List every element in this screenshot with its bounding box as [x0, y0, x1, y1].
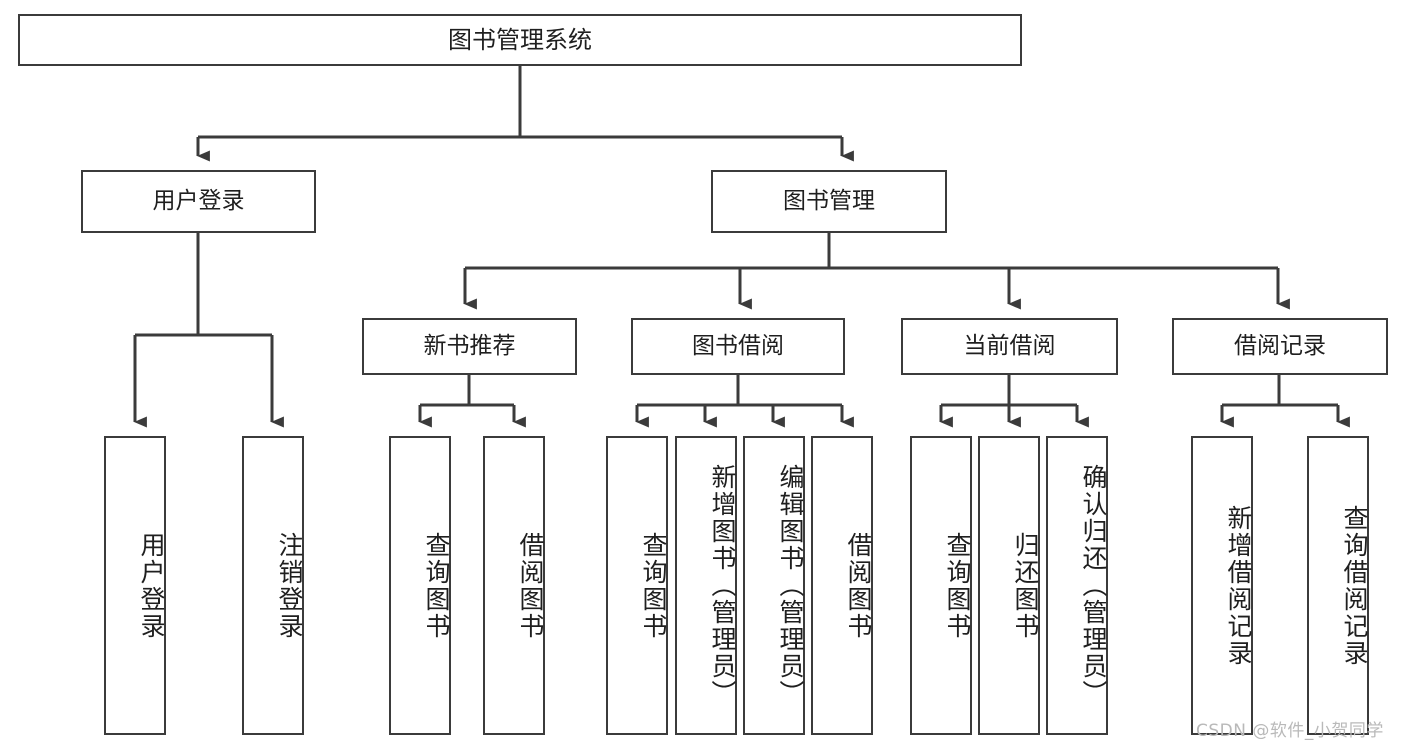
node-label: 当前借阅 — [963, 332, 1056, 359]
node-leaf-borrow-book-2[interactable]: 借阅图书 — [811, 436, 873, 735]
node-label: 借阅图书 — [844, 531, 873, 640]
node-label: 借阅记录 — [1234, 332, 1326, 359]
node-leaf-confirm-return[interactable]: 确认归还（管理员） — [1046, 436, 1108, 735]
node-leaf-return-book[interactable]: 归还图书 — [978, 436, 1040, 735]
node-label: 确认归还（管理员） — [1079, 464, 1108, 707]
csdn-watermark: CSDN @软件_小贺同学 — [1196, 721, 1384, 741]
node-book-borrow[interactable]: 图书借阅 — [631, 318, 845, 375]
node-label: 查询图书 — [422, 531, 451, 640]
node-label: 查询借阅记录 — [1340, 504, 1369, 667]
node-label: 注销登录 — [275, 531, 304, 640]
node-current-borrow[interactable]: 当前借阅 — [901, 318, 1118, 375]
node-label: 查询图书 — [943, 531, 972, 640]
node-label: 新增借阅记录 — [1224, 504, 1253, 667]
node-user-login[interactable]: 用户登录 — [81, 170, 316, 233]
node-leaf-add-book[interactable]: 新增图书（管理员） — [675, 436, 737, 735]
node-root-system[interactable]: 图书管理系统 — [18, 14, 1022, 66]
node-label: 图书借阅 — [692, 332, 784, 359]
node-leaf-query-book-3[interactable]: 查询图书 — [910, 436, 972, 735]
node-leaf-query-record[interactable]: 查询借阅记录 — [1307, 436, 1369, 735]
node-label: 查询图书 — [639, 531, 668, 640]
node-label: 图书管理 — [783, 187, 875, 214]
node-leaf-add-record[interactable]: 新增借阅记录 — [1191, 436, 1253, 735]
node-label: 新增图书（管理员） — [708, 464, 737, 707]
node-leaf-edit-book[interactable]: 编辑图书（管理员） — [743, 436, 805, 735]
node-label: 新书推荐 — [423, 332, 516, 359]
node-leaf-logout[interactable]: 注销登录 — [242, 436, 304, 735]
node-label: 编辑图书（管理员） — [776, 464, 805, 707]
node-leaf-query-book-2[interactable]: 查询图书 — [606, 436, 668, 735]
node-label: 借阅图书 — [516, 531, 545, 640]
node-book-management[interactable]: 图书管理 — [711, 170, 947, 233]
node-label: 图书管理系统 — [448, 25, 592, 54]
node-new-book-recommend[interactable]: 新书推荐 — [362, 318, 577, 375]
node-leaf-query-book-1[interactable]: 查询图书 — [389, 436, 451, 735]
node-label: 用户登录 — [137, 531, 166, 640]
node-label: 归还图书 — [1011, 531, 1040, 640]
node-leaf-borrow-book-1[interactable]: 借阅图书 — [483, 436, 545, 735]
node-borrow-record[interactable]: 借阅记录 — [1172, 318, 1388, 375]
node-leaf-user-login[interactable]: 用户登录 — [104, 436, 166, 735]
node-label: 用户登录 — [152, 187, 245, 214]
